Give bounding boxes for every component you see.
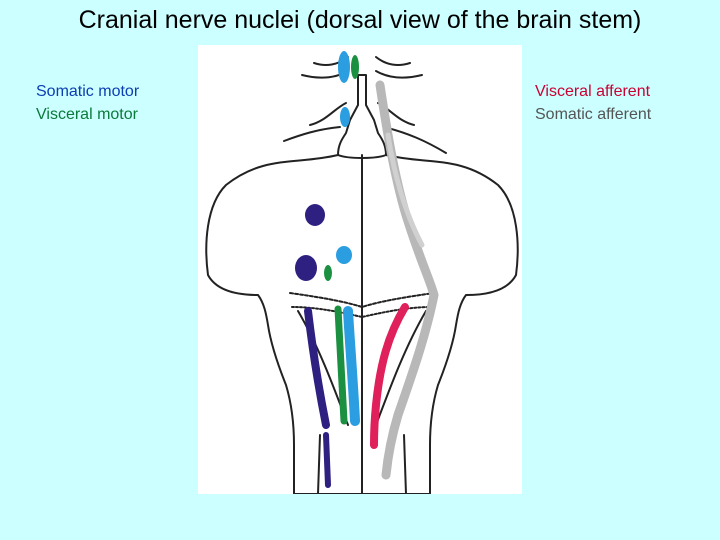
nerve-root-left-long [283,126,341,142]
nerve-root-right-mid [375,70,423,79]
edinger-westphal-nucleus [351,55,359,79]
legend-visceral-motor: Visceral motor [36,106,138,123]
nerve-root-left-lower [309,102,347,126]
nucleus-ambiguus [304,307,330,429]
colliculus-outline [337,154,387,159]
lower-groove-right [403,434,407,494]
brainstem-diagram [198,45,522,494]
trigeminal-motor-nucleus [305,204,325,226]
lower-right-line [375,310,427,426]
salivatory-nucleus [324,265,332,281]
pons-medulla-boundary [289,292,435,308]
slide-title: Cranial nerve nuclei (dorsal view of the… [78,6,642,34]
legend-visceral-afferent: Visceral afferent [535,83,651,100]
dorsal-vagal-nucleus [334,305,348,425]
hypoglossal-column [343,306,360,426]
legend-motor: Somatic motor Visceral motor [36,80,139,126]
trochlear-nucleus [340,107,350,127]
somatic-afferent-column-thin [385,132,425,248]
hypoglossal-nucleus [323,432,331,488]
legend-afferent: Visceral afferent Somatic afferent [535,80,651,126]
brainstem-drawing [205,51,519,494]
nerve-root-right-upper [375,56,411,66]
legend-somatic-motor: Somatic motor [36,83,140,100]
abducens-nucleus [336,246,352,264]
solitary-nucleus [370,303,409,449]
facial-motor-nucleus [295,255,317,281]
legend-somatic-afferent: Somatic afferent [535,106,652,123]
obex-boundary [291,306,433,318]
lower-groove-left [317,434,321,494]
oculomotor-nucleus [338,51,350,83]
